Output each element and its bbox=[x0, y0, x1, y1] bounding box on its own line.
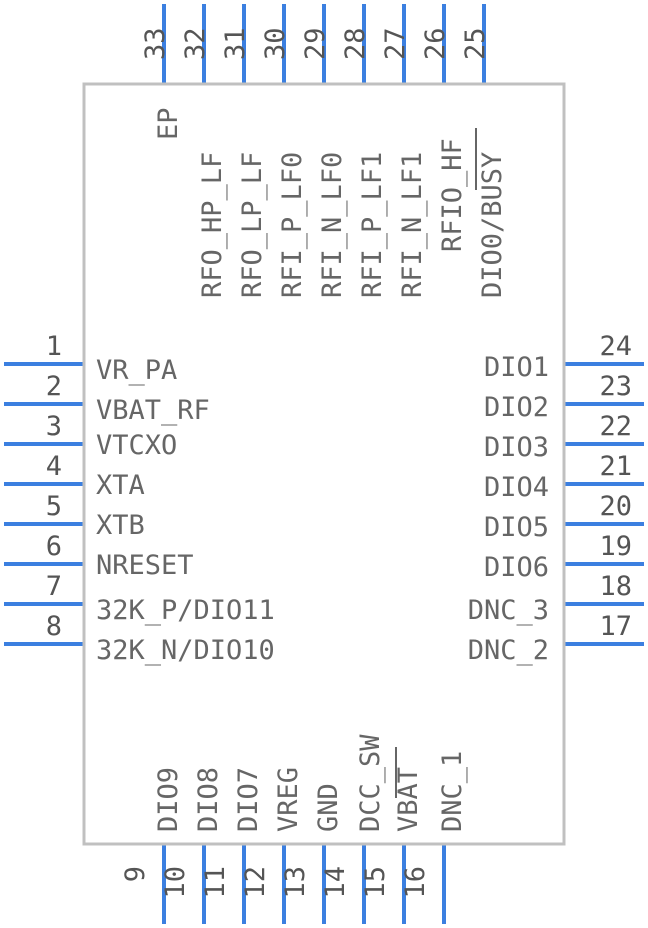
pin-number: 17 bbox=[599, 611, 632, 642]
pin-label: EP bbox=[153, 107, 184, 140]
pin-number: 6 bbox=[46, 531, 62, 562]
pin-number: 22 bbox=[599, 411, 632, 442]
pin-label: 32K_P/DIO11 bbox=[96, 595, 275, 626]
pin-number: 5 bbox=[46, 491, 62, 522]
pin-number: 3 bbox=[46, 411, 62, 442]
pin-number: 13 bbox=[280, 866, 311, 899]
pin-number: 30 bbox=[260, 27, 291, 60]
chip-body bbox=[82, 82, 566, 846]
pin-label: RFO_HP_LF bbox=[197, 152, 228, 298]
pin-number: 29 bbox=[300, 27, 331, 60]
bottom-pins: 9 10 11 12 13 14 15 16 DIO9 DIO8 DIO7 VR… bbox=[120, 734, 468, 899]
pin-number: 10 bbox=[160, 866, 191, 899]
pin-number: 1 bbox=[46, 331, 62, 362]
pin-label: GND bbox=[313, 783, 344, 832]
pin-number: 20 bbox=[599, 491, 632, 522]
pin-number: 18 bbox=[599, 571, 632, 602]
pin-number: 28 bbox=[340, 27, 371, 60]
pin-label: RFI_N_LF0 bbox=[317, 152, 348, 298]
pin-label: DIO8 bbox=[193, 767, 224, 832]
pin-label: VREG bbox=[273, 767, 304, 832]
pin-label: DIO4 bbox=[484, 472, 549, 503]
pin-number: 16 bbox=[400, 866, 431, 899]
pin-label: DIO2 bbox=[484, 392, 549, 423]
pin-number: 9 bbox=[120, 866, 151, 882]
pin-label: DIO0/BUSY bbox=[477, 152, 508, 298]
pin-number: 11 bbox=[200, 866, 231, 899]
pin-label: DIO7 bbox=[233, 767, 264, 832]
pin-label: RFI_P_LF1 bbox=[357, 152, 388, 298]
pin-label: RFI_N_LF1 bbox=[397, 152, 428, 298]
pin-number: 26 bbox=[420, 27, 451, 60]
pin-number: 2 bbox=[46, 371, 62, 402]
pin-label: RFO_LP_LF bbox=[237, 152, 268, 298]
pin-label: DNC_1 bbox=[437, 751, 468, 832]
pin-label: 32K_N/DIO10 bbox=[96, 635, 275, 666]
pin-number: 32 bbox=[180, 27, 211, 60]
pin-label: XTB bbox=[96, 510, 145, 541]
pin-label: DNC_3 bbox=[468, 595, 549, 626]
pin-label: VR_PA bbox=[96, 355, 177, 386]
pin-number: 33 bbox=[140, 27, 171, 60]
pin-label: DNC_2 bbox=[468, 635, 549, 666]
pin-label: DIO9 bbox=[153, 767, 184, 832]
pin-label: VBAT bbox=[393, 767, 424, 832]
pin-label: DIO5 bbox=[484, 512, 549, 543]
pin-number: 21 bbox=[599, 451, 632, 482]
pin-label: NRESET bbox=[96, 550, 194, 581]
pin-number: 15 bbox=[360, 866, 391, 899]
pin-number: 23 bbox=[599, 371, 632, 402]
pin-label: RFIO_HF bbox=[437, 138, 468, 252]
pin-number: 4 bbox=[46, 451, 62, 482]
pin-number: 12 bbox=[240, 866, 271, 899]
pin-number: 7 bbox=[46, 571, 62, 602]
pin-number: 25 bbox=[460, 27, 491, 60]
pin-label: RFI_P_LF0 bbox=[277, 152, 308, 298]
left-pins: 1 2 3 4 5 6 7 8 VR_PA VBAT_RF VTCXO XTA … bbox=[46, 331, 275, 666]
top-pins: 33 32 31 30 29 28 27 26 25 EP RFO_HP_LF … bbox=[140, 27, 508, 298]
pin-label: DCC_SW bbox=[355, 734, 386, 832]
pin-label: DIO3 bbox=[484, 432, 549, 463]
pin-label: VBAT_RF bbox=[96, 395, 210, 426]
pin-number: 19 bbox=[599, 531, 632, 562]
pin-number: 24 bbox=[599, 331, 632, 362]
pin-label: DIO6 bbox=[484, 552, 549, 583]
pin-number: 8 bbox=[46, 611, 62, 642]
right-pins: 24 23 22 21 20 19 18 17 DIO1 DIO2 DIO3 D… bbox=[468, 331, 632, 666]
pin-label: DIO1 bbox=[484, 352, 549, 383]
pin-number: 14 bbox=[320, 866, 351, 899]
pin-label: VTCXO bbox=[96, 430, 177, 461]
pin-label: XTA bbox=[96, 470, 145, 501]
pin-number: 27 bbox=[380, 27, 411, 60]
pin-number: 31 bbox=[220, 27, 251, 60]
